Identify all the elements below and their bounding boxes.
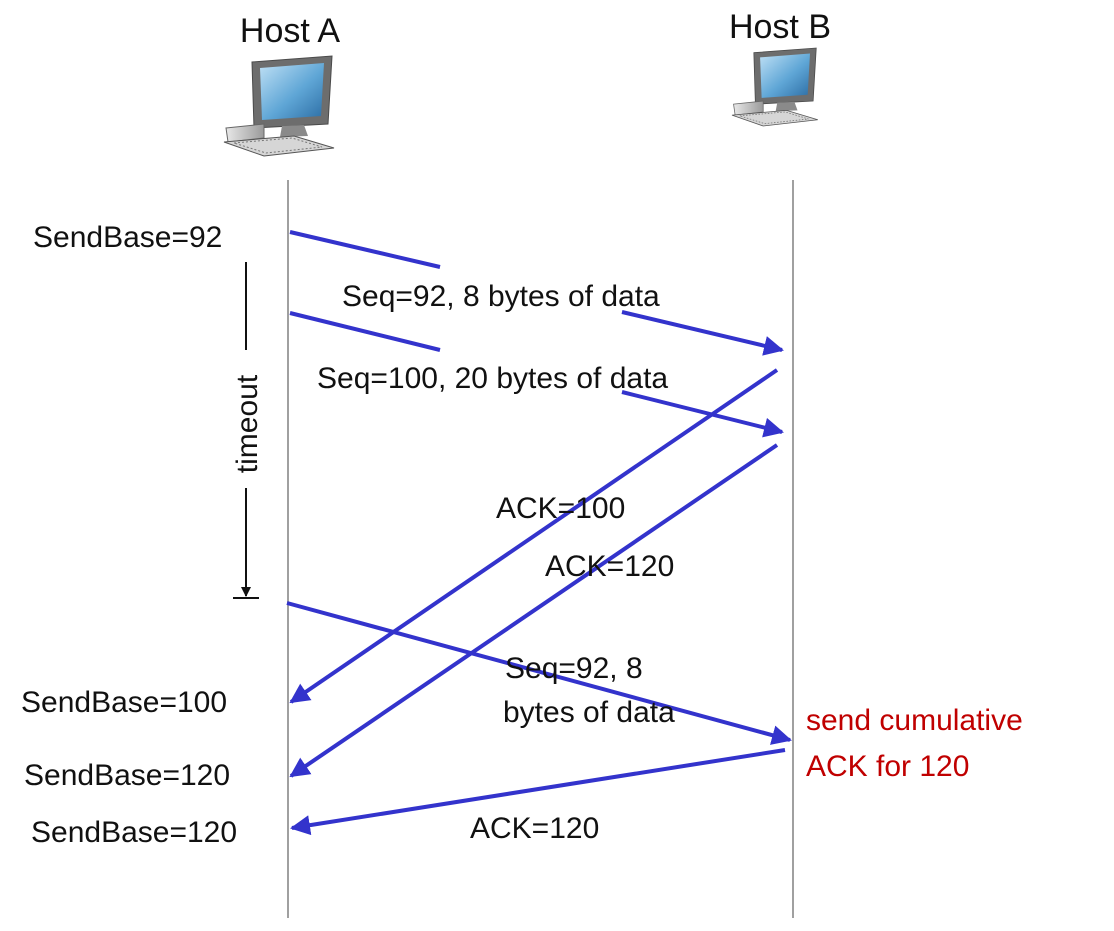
host-b-label: Host B: [729, 8, 831, 46]
seg2-arrow-start: [289, 311, 441, 352]
ack2-arrow: [289, 443, 779, 778]
desktop-computer-icon: [731, 47, 818, 127]
seg1-arrow-start: [289, 230, 441, 269]
desktop-computer-icon: [223, 55, 335, 157]
ack1-label: ACK=100: [496, 492, 625, 525]
ack3-label: ACK=120: [470, 812, 599, 845]
seg2-arrow-end: [621, 390, 784, 438]
timeout-label: timeout: [231, 374, 264, 473]
seg2-label: Seq=100, 20 bytes of data: [317, 362, 668, 395]
seg1-label: Seq=92, 8 bytes of data: [342, 280, 660, 313]
retransmit-label-line2: bytes of data: [503, 696, 675, 729]
ack2-label: ACK=120: [545, 550, 674, 583]
retransmit-arrow: [286, 601, 792, 745]
seg1-arrow-end: [621, 310, 784, 356]
sendbase-label: SendBase=92: [33, 221, 222, 254]
receiver-note-line1: send cumulative: [806, 704, 1023, 737]
ack3-arrow: [290, 748, 786, 836]
sendbase-label: SendBase=100: [21, 686, 227, 719]
receiver-note-line2: ACK for 120: [806, 750, 969, 783]
sendbase-label: SendBase=120: [24, 759, 230, 792]
host-a-label: Host A: [240, 12, 340, 50]
retransmit-label-line1: Seq=92, 8: [505, 652, 643, 685]
sendbase-label: SendBase=120: [31, 816, 237, 849]
ack1-arrow: [289, 368, 779, 704]
